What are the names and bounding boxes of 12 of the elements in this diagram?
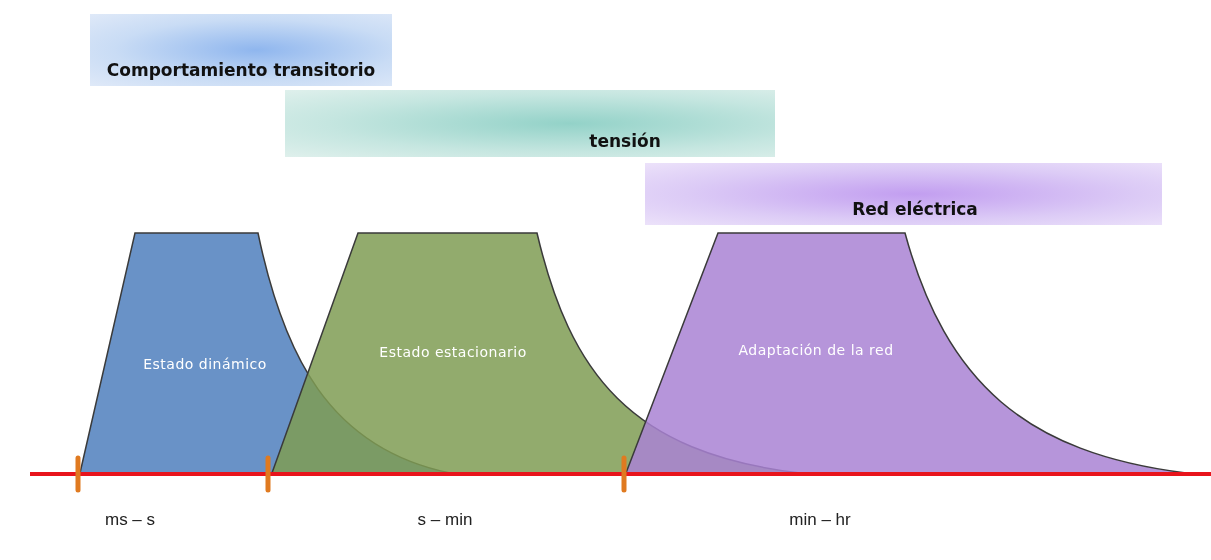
header-band [645, 163, 1162, 225]
band-title: Comportamiento transitorio [106, 62, 376, 80]
curve-label: Estado estacionario [378, 342, 528, 362]
time-range-label: ms – s [104, 510, 156, 530]
curve-label: Estado dinámico [142, 354, 268, 374]
time-range-label: s – min [417, 510, 473, 530]
header-band [285, 90, 775, 157]
time-range-label: min – hr [789, 510, 851, 530]
curve-label: Adaptación de la red [737, 340, 895, 360]
header-band [90, 14, 392, 86]
band-title: Red eléctrica [852, 201, 978, 219]
band-title: tensión [589, 133, 661, 151]
